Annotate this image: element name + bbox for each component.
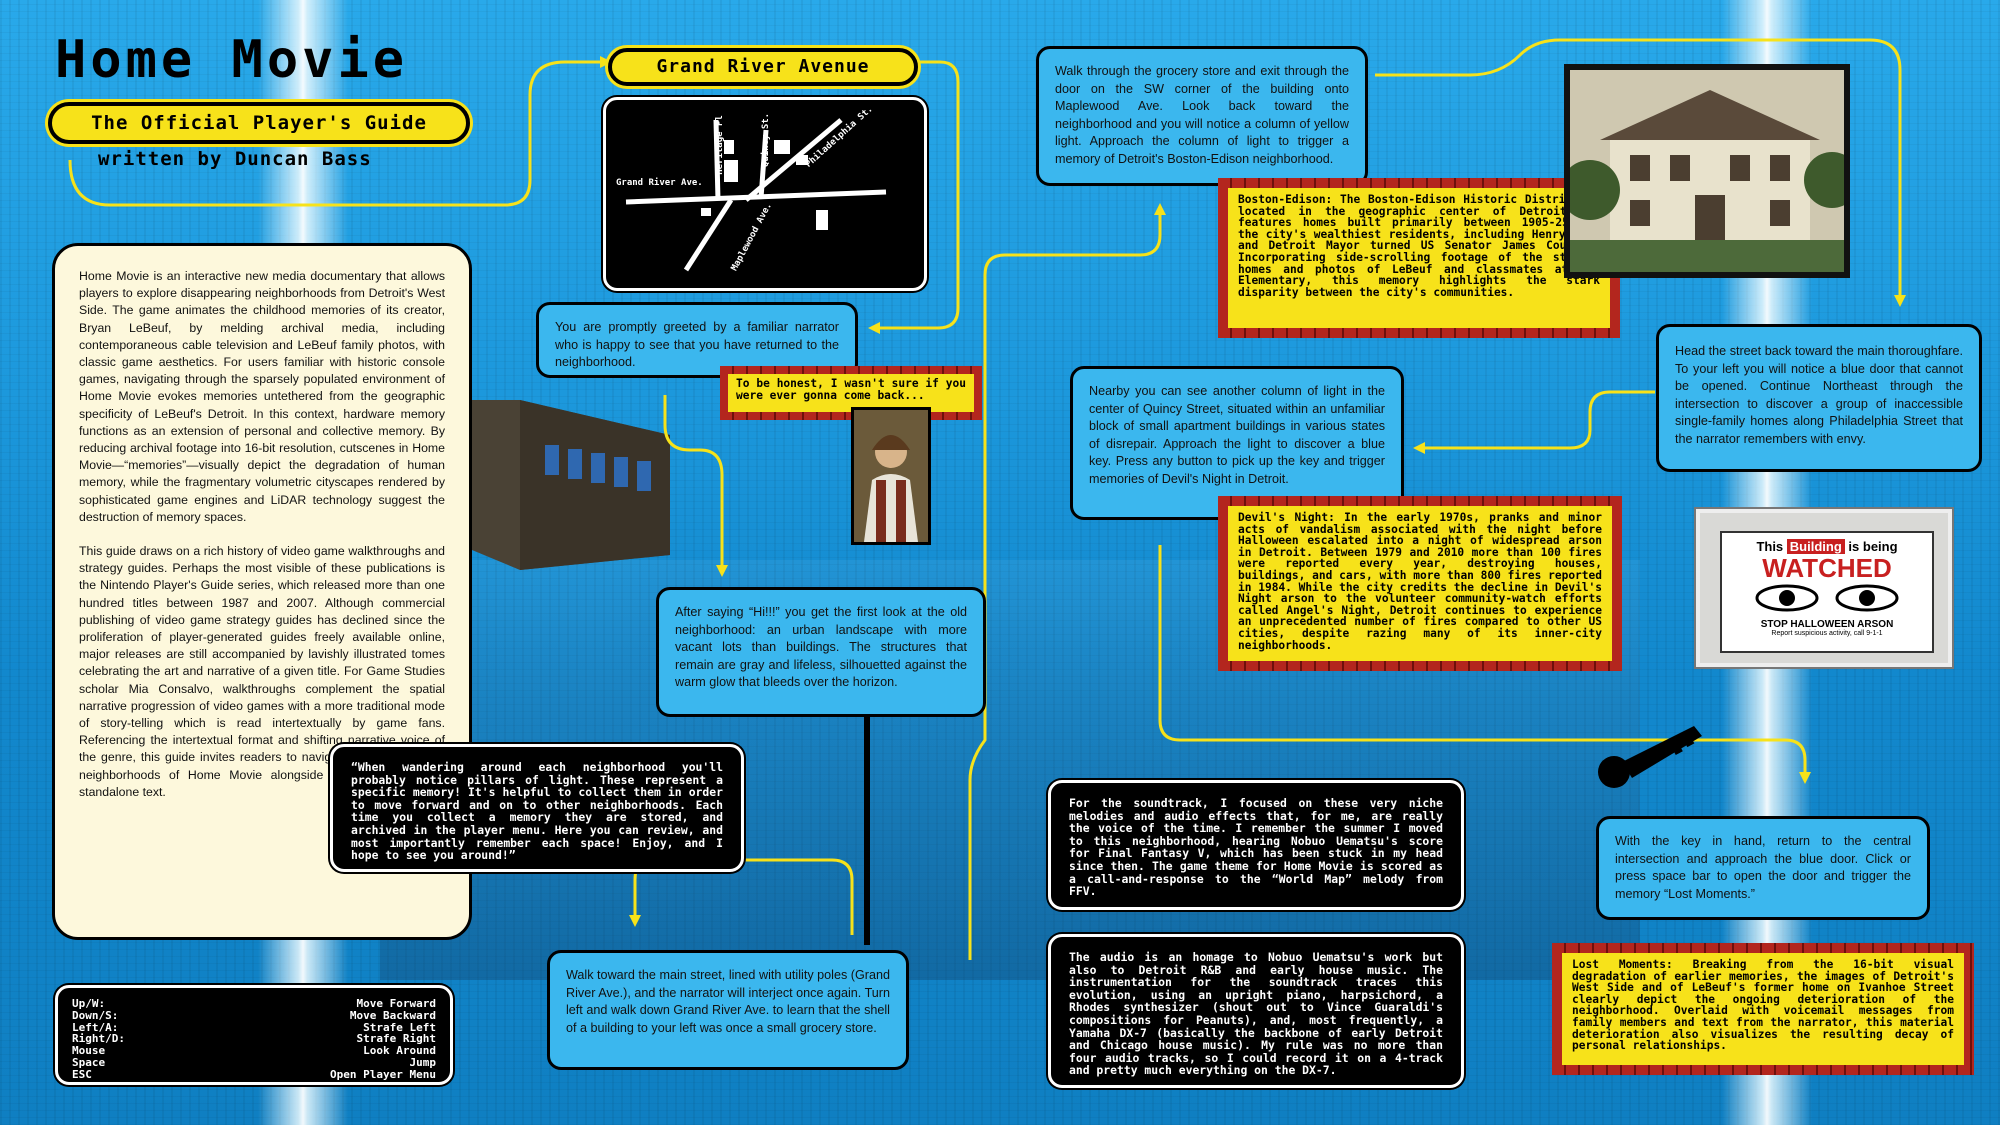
sign-line-3: STOP HALLOWEEN ARSON — [1760, 619, 1894, 630]
blue-key-icon — [1598, 726, 1702, 788]
guide-subtitle: The Official Player's Guide — [48, 102, 470, 144]
narrator-figure — [854, 410, 928, 542]
control-action: Move Backward — [349, 1008, 436, 1022]
control-action: Strafe Left — [363, 1020, 436, 1034]
memory-lost-moments: Lost Moments: Breaking from the 16-bit v… — [1562, 953, 1964, 1065]
control-key: Down/S: — [72, 1008, 119, 1022]
control-key: Right/D: — [72, 1032, 125, 1046]
control-row: Left/A: Strafe Left — [72, 1020, 436, 1034]
boston-edison-house-photo — [1560, 64, 1860, 278]
step-key: With the key in hand, return to the cent… — [1596, 816, 1930, 920]
memory-devils-night-box: Devil's Night: In the early 1970s, prank… — [1218, 496, 1622, 671]
controls-panel: Up/W: Move Forward Down/S: Move Backward L… — [55, 985, 453, 1085]
step-greeting: You are promptly greeted by a familiar n… — [536, 302, 858, 378]
narrator-quote: To be honest, I wasn't sure if you were … — [728, 374, 974, 412]
sign-line-1: This Building is being — [1722, 539, 1932, 554]
control-key: Left/A: — [72, 1020, 119, 1034]
memory-devils-night: Devil's Night: In the early 1970s, prank… — [1228, 506, 1612, 661]
map-label-heritage: Heritage Pl — [714, 115, 725, 175]
step-head-back: Head the street back toward the main tho… — [1656, 324, 1982, 472]
pillars-quote-box: “When wandering around each neighborhood… — [330, 744, 744, 872]
sign-text-building: Building — [1786, 539, 1845, 554]
control-row: Space Jump — [72, 1057, 436, 1069]
control-key: ESC — [72, 1067, 92, 1081]
control-action: Jump — [409, 1055, 437, 1069]
control-row: Up/W: Move Forward — [72, 998, 436, 1010]
step-first-look: After saying “Hi!!!” you get the first l… — [656, 587, 986, 717]
control-action: Open Player Menu — [330, 1067, 436, 1081]
street-map-drawing — [625, 118, 887, 272]
memory-boston-edison-box: Boston-Edison: The Boston-Edison Histori… — [1218, 178, 1620, 338]
control-key: Up/W: — [72, 997, 106, 1010]
step-main-street: Walk toward the main street, lined with … — [547, 950, 909, 1070]
street-map: Heritage Pl Quincy St. Philadelphia St. … — [603, 97, 927, 291]
soundtrack-box-2: The audio is an homage to Nobuo Uematsu'… — [1048, 934, 1464, 1088]
map-label-quincy: Quincy St. — [761, 112, 772, 168]
control-row: Right/D: Strafe Right — [72, 1033, 436, 1045]
narrator-quote-box: To be honest, I wasn't sure if you were … — [720, 366, 982, 420]
page-title: Home Movie — [55, 30, 409, 90]
sign-line-4: Report suspicious activity, call 9-1-1 — [1771, 630, 1883, 637]
sign-line-2: WATCHED — [1762, 553, 1892, 583]
house-illustration — [1560, 70, 1860, 272]
control-row: Down/S: Move Backward — [72, 1008, 436, 1022]
control-action: Move Forward — [356, 997, 436, 1010]
control-row: ESC Open Player Menu — [72, 1067, 436, 1081]
watching-eyes-icon — [1755, 584, 1899, 612]
control-action: Strafe Right — [356, 1032, 436, 1046]
control-row: Mouse Look Around — [72, 1045, 436, 1057]
grocery-store-building — [460, 400, 670, 570]
soundtrack-box-1: For the soundtrack, I focused on these v… — [1048, 780, 1464, 910]
sign-text-is-being: is being — [1848, 539, 1898, 554]
memory-boston-edison: Boston-Edison: The Boston-Edison Histori… — [1228, 188, 1610, 328]
control-key: Space — [72, 1055, 106, 1069]
intro-paragraph-1: Home Movie is an interactive new media d… — [79, 269, 445, 524]
map-title: Grand River Avenue — [608, 48, 918, 86]
map-label-grand-river: Grand River Ave. — [616, 178, 703, 188]
watched-sign: This Building is being WATCHED STOP HALL… — [1720, 531, 1934, 653]
watched-sign-photo: This Building is being WATCHED STOP HALL… — [1696, 509, 1952, 667]
step-grocery: Walk through the grocery store and exit … — [1036, 46, 1368, 186]
memory-lost-moments-box: Lost Moments: Breaking from the 16-bit v… — [1552, 943, 1974, 1075]
sign-text-this: This — [1756, 539, 1784, 554]
narrator-photo — [851, 407, 931, 545]
step-quincy: Nearby you can see another column of lig… — [1070, 366, 1404, 520]
byline: written by Duncan Bass — [98, 148, 372, 170]
control-key: Mouse — [72, 1044, 106, 1058]
control-action: Look Around — [363, 1044, 436, 1058]
